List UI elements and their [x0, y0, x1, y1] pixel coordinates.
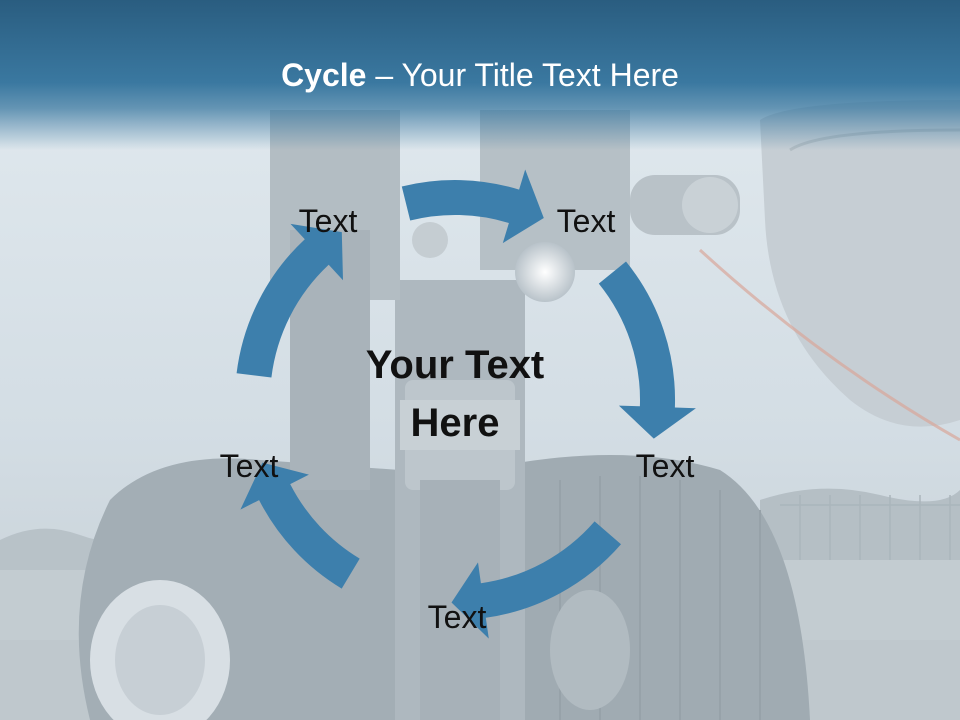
node-label-bottom: Text: [427, 599, 487, 635]
cycle-arrow-bottom-left: [240, 462, 360, 589]
center-label: Your Text Here: [330, 336, 580, 452]
center-label-line2: Here: [410, 401, 500, 445]
cycle-arrows: [236, 169, 696, 639]
cycle-arrow-left: [236, 223, 343, 378]
title-bold: Cycle: [281, 57, 367, 93]
title-band: [0, 0, 960, 150]
node-label-bottom-left: Text: [219, 448, 279, 484]
title-rest: – Your Title Text Here: [366, 57, 679, 93]
node-label-top-right: Text: [556, 203, 616, 239]
cycle-arrow-top: [401, 169, 544, 244]
slide-title: Cycle – Your Title Text Here: [0, 52, 960, 98]
node-label-top-left: Text: [298, 203, 358, 239]
node-label-bottom-right: Text: [635, 448, 695, 484]
cycle-arrow-right: [598, 261, 696, 439]
cycle-arrow-bottom-right: [451, 521, 621, 639]
center-label-line1: Your Text: [365, 343, 545, 387]
